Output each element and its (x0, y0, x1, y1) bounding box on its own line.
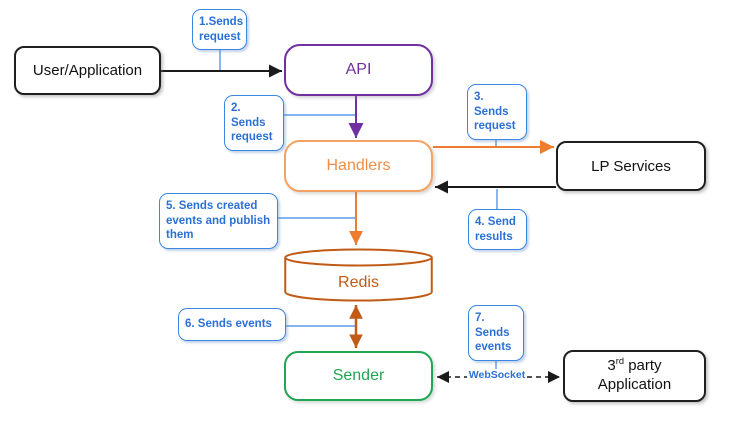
callout-7-sends-events: 7. Sends events (468, 305, 524, 361)
callout-3-text: 3. Sends request (474, 91, 516, 133)
third-party-rest: party (628, 357, 662, 375)
callout-2-text: 2. Sends request (231, 102, 273, 144)
node-third-party-application: 3rd party Application (563, 350, 706, 402)
node-handlers-label: Handlers (326, 157, 391, 174)
node-sender: Sender (284, 351, 433, 401)
node-redis: Redis (284, 248, 433, 303)
node-handlers: Handlers (284, 140, 433, 192)
callout-1-text: 1.Sends request (199, 16, 244, 43)
database-cylinder-icon (284, 248, 433, 302)
node-api-label: API (345, 61, 372, 78)
node-api: API (284, 44, 433, 96)
node-sender-label: Sender (332, 367, 385, 384)
node-lp-services: LP Services (556, 141, 706, 191)
callout-4-text: 4. Send results (475, 216, 516, 243)
websocket-edge-label: WebSocket (467, 369, 527, 381)
callout-6-text: 6. Sends events (185, 318, 272, 330)
callout-2-sends-request: 2. Sends request (224, 95, 284, 151)
third-party-line2: Application (597, 376, 672, 393)
node-user-application-label: User/Application (32, 62, 143, 79)
callout-7-text: 7. Sends events (475, 312, 512, 354)
callout-4-send-results: 4. Send results (468, 209, 527, 251)
node-lp-services-label: LP Services (591, 157, 671, 175)
node-user-application: User/Application (14, 46, 161, 95)
callout-1-sends-request: 1.Sends request (192, 9, 247, 51)
node-redis-label: Redis (338, 273, 379, 291)
callout-5-text: 5. Sends created events and publish them (166, 200, 271, 242)
callout-5-sends-created-events: 5. Sends created events and publish them (159, 193, 278, 249)
callout-3-sends-request: 3. Sends request (467, 84, 527, 140)
third-party-base: 3 (607, 357, 616, 375)
callout-6-sends-events: 6. Sends events (178, 308, 286, 341)
third-party-superscript: rd (615, 356, 625, 367)
node-third-party-label: 3rd party Application (598, 357, 671, 395)
